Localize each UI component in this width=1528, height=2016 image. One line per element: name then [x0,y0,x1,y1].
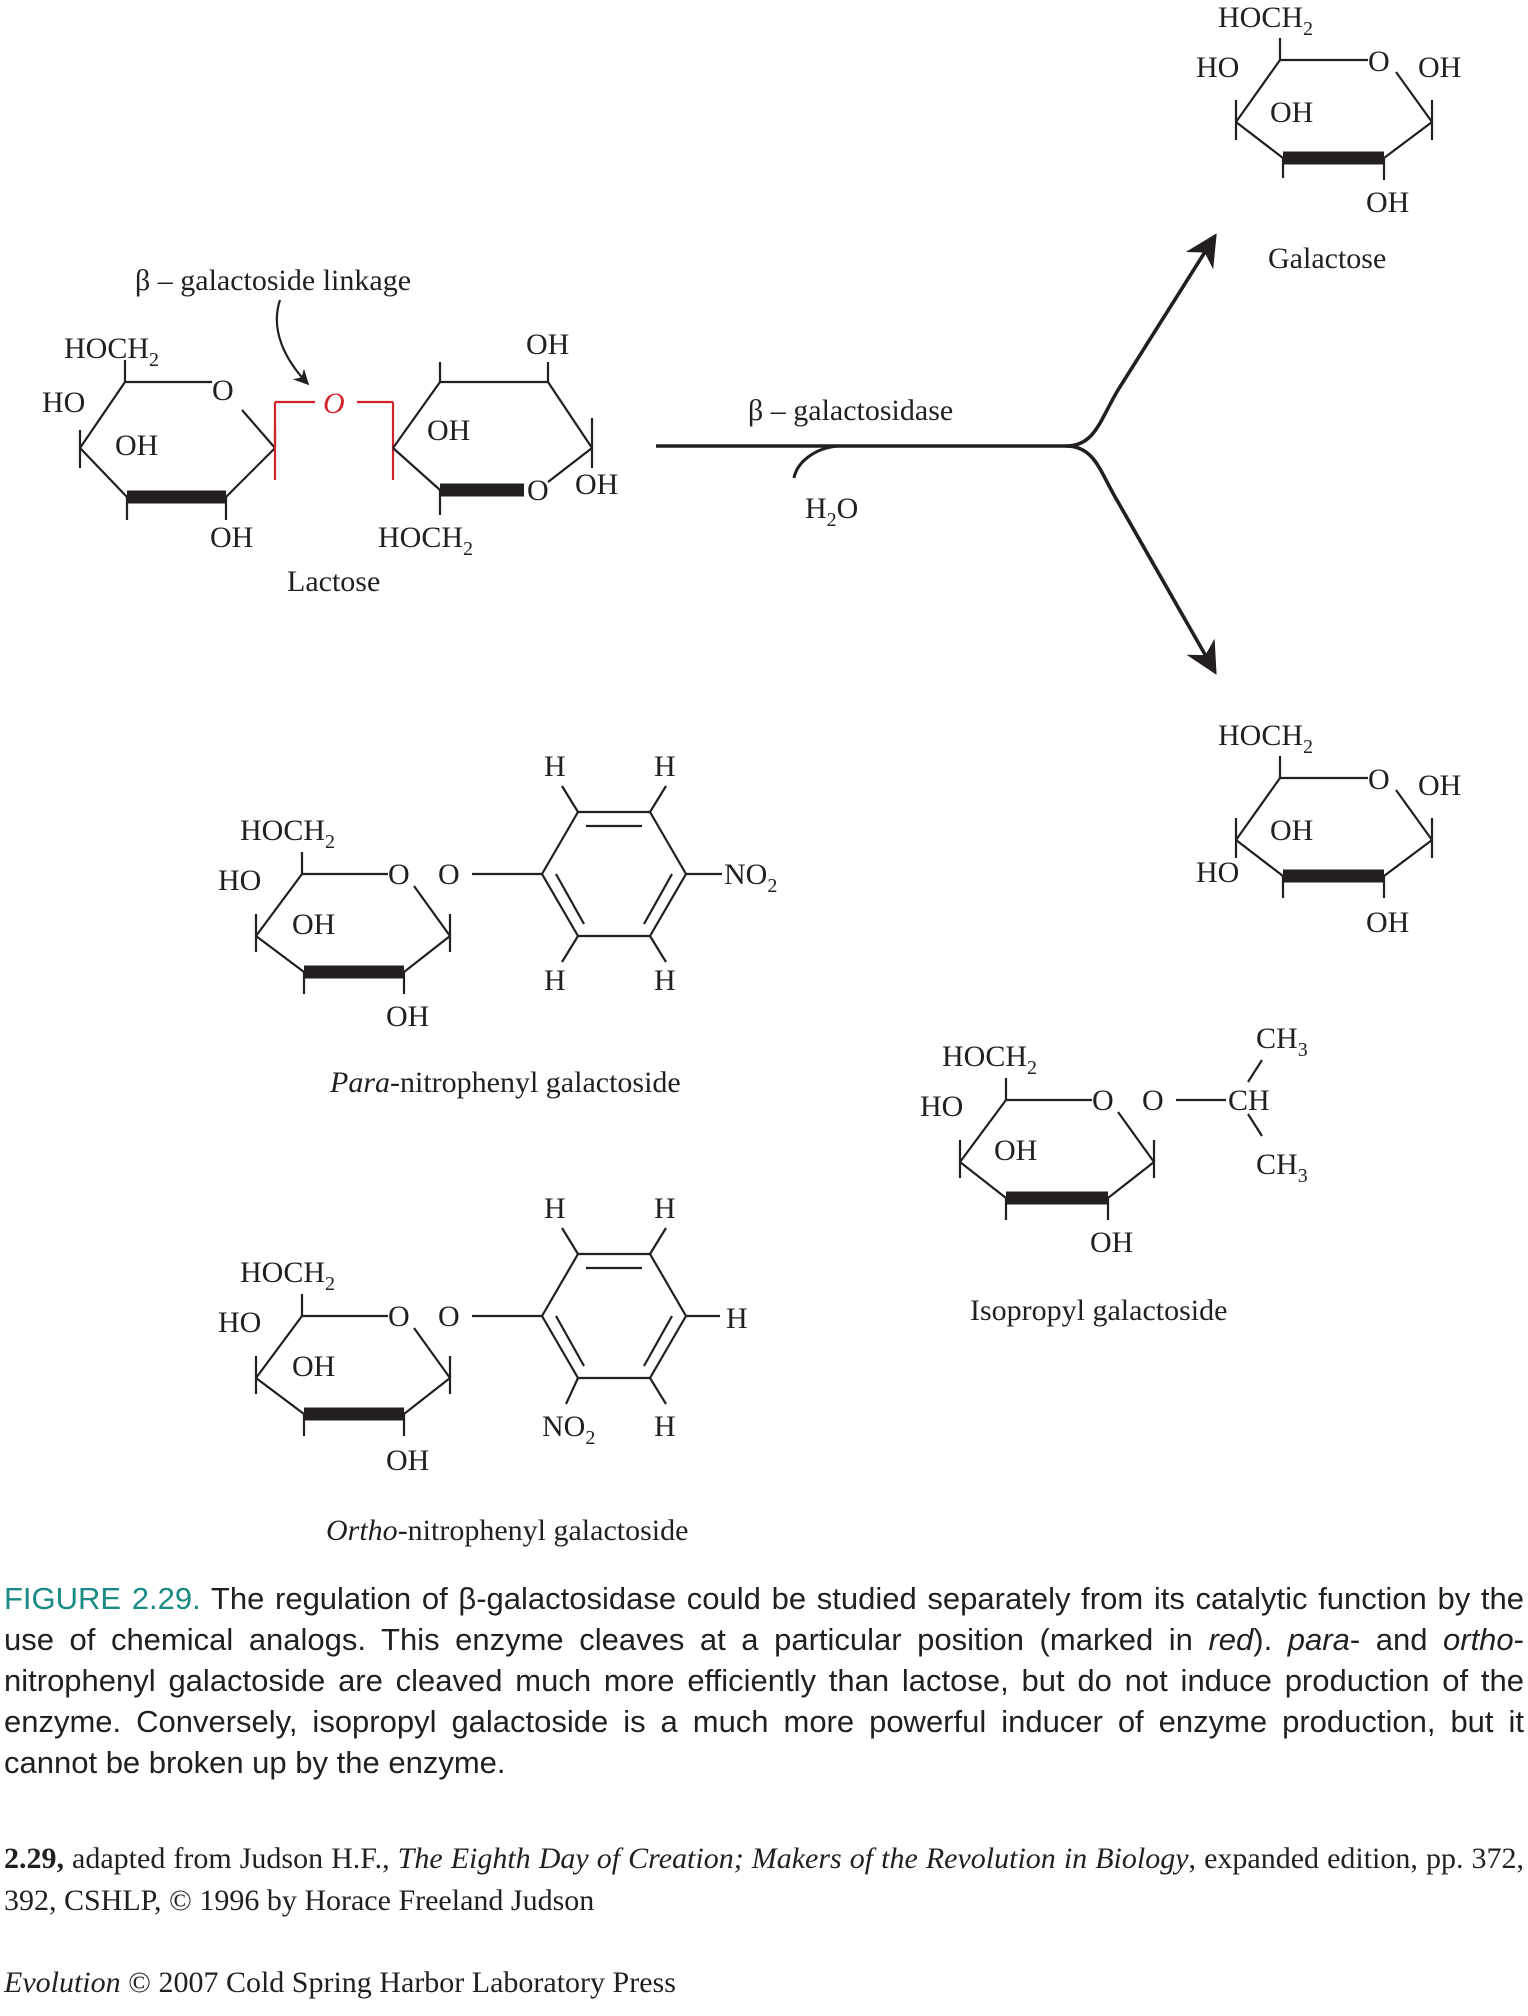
caption-text-3: ). [1253,1622,1288,1657]
para-h3-label: H [544,964,566,997]
isopropyl-ch3-top-label: CH3 [1256,1022,1308,1061]
copyright-footer: Evolution © 2007 Cold Spring Harbor Labo… [4,1966,676,2000]
ortho-no2-label: NO2 [542,1410,595,1449]
ortho-ho-label: HO [218,1306,261,1339]
ortho-name: Ortho-nitrophenyl galactoside [326,1514,688,1547]
lactose-hoch2-label: HOCH2 [64,332,159,371]
lactose-glucose-oh-ring-label: OH [427,414,470,447]
para-oh-ring-label: OH [292,908,335,941]
ortho-h3-label: H [726,1302,748,1335]
caption-text-5: - and [1349,1622,1443,1657]
isopropyl-hoch2-label: HOCH2 [942,1040,1037,1079]
water-input-curve [792,444,839,479]
galactose-top-oh-bottom-label: OH [1366,186,1409,219]
lactose-galactose-ring: HOCH2 HO OH O OH [42,332,277,554]
figure-label: FIGURE 2.29. [4,1581,201,1616]
footer-text: © 2007 Cold Spring Harbor Laboratory Pre… [120,1966,676,1999]
ortho-h2-label: H [654,1192,676,1225]
figure-caption: FIGURE 2.29. The regulation of β-galacto… [4,1578,1524,1783]
arrow-to-galactose-bottom [1065,444,1217,675]
galactose-top-ho-label: HO [1196,51,1239,84]
lactose-glucose-oh-right-label: OH [575,468,618,501]
lactose-glucose-oh-top-label: OH [526,328,569,361]
para-h1-label: H [544,750,566,783]
isopropyl-oh-bottom-label: OH [1090,1226,1133,1259]
isopropyl-ring-o-label: O [1092,1084,1114,1117]
linkage-pointer-arrow [275,299,310,386]
caption-red-word: red [1208,1622,1254,1657]
para-ho-label: HO [218,864,261,897]
credit-figure-number: 2.29, [4,1842,64,1875]
lactose-glucose-ring: OH OH O OH HOCH2 [378,328,618,560]
para-hoch2-label: HOCH2 [240,814,335,853]
galactose-name: Galactose [1268,242,1386,275]
lactose-glucose-hoch2-label: HOCH2 [378,521,473,560]
lactose-molecule: HOCH2 HO OH O OH O β – galactoside linka… [42,264,618,598]
linkage-label: β – galactoside linkage [135,264,411,297]
ortho-h1-label: H [544,1192,566,1225]
galactoside-structures-diagram: HOCH2 HO OH O OH O β – galactoside linka… [42,1,1461,1547]
isopropyl-ch3-bottom-label: CH3 [1256,1148,1308,1187]
caption-para-word: para [1287,1622,1350,1657]
para-nitrophenyl-galactoside: HOCH2 HO O O OH OH H H H H NO2 Para-nitr… [218,750,777,1099]
galactose-bottom-oh-bottom-label: OH [1366,906,1409,939]
galactose-top-hoch2-label: HOCH2 [1218,1,1313,40]
galactose-top-molecule: HOCH2 HO O OH OH OH Galactose [1196,1,1461,275]
isopropyl-ho-label: HO [920,1090,963,1123]
isopropyl-oh-ring-label: OH [994,1134,1037,1167]
ortho-h4-label: H [654,1410,676,1443]
caption-text-1: The regulation of β-galactosidase could … [4,1581,1524,1657]
galactose-bottom-oh-right-label: OH [1418,769,1461,802]
galactose-top-ring-o-label: O [1368,45,1390,78]
caption-ortho-word: ortho [1443,1622,1514,1657]
credit-text-2: , expanded edition, pp. 372, 392, CSHLP,… [4,1842,1524,1917]
credit-book-title: The Eighth Day of Creation; Makers of th… [397,1842,1189,1875]
lactose-oh-ring-label: OH [115,429,158,462]
para-no2-label: NO2 [724,858,777,897]
isopropyl-galactoside: HOCH2 HO O O CH CH3 CH3 OH OH Isopropyl … [920,1022,1308,1327]
galactose-bottom-molecule: HOCH2 O OH OH HO OH [1196,719,1461,939]
caption-text-7: -nitrophenyl galactoside are cleaved muc… [4,1622,1524,1780]
isopropyl-name: Isopropyl galactoside [970,1294,1227,1327]
para-h2-label: H [654,750,676,783]
lactose-glucose-ring-o-label: O [527,474,549,507]
ortho-linker-o-label: O [438,1300,460,1333]
ortho-hoch2-label: HOCH2 [240,1256,335,1295]
figure-credit: 2.29, adapted from Judson H.F., The Eigh… [4,1838,1524,1922]
lactose-ring-o-label: O [212,374,234,407]
galactose-bottom-oh-ring-label: OH [1270,814,1313,847]
linkage-o-label: O [323,387,345,420]
enzyme-label: β – galactosidase [748,394,953,427]
footer-book-name: Evolution [4,1966,121,1999]
para-oh-bottom-label: OH [386,1000,429,1033]
ortho-nitrophenyl-galactoside: HOCH2 HO O O OH OH H H H H NO2 Ortho-nit… [218,1192,748,1547]
lactose-name: Lactose [287,565,380,598]
water-label: H2O [805,492,858,531]
isopropyl-ch-label: CH [1228,1084,1270,1117]
ortho-oh-ring-label: OH [292,1350,335,1383]
galactose-bottom-ho-label: HO [1196,856,1239,889]
para-ring-o-label: O [388,858,410,891]
para-h4-label: H [654,964,676,997]
hydrolysis-reaction: β – galactosidase H2O [656,233,1217,675]
isopropyl-linker-o-label: O [1142,1084,1164,1117]
lactose-ho-label: HO [42,386,85,419]
galactose-top-oh-right-label: OH [1418,51,1461,84]
para-name: Para-nitrophenyl galactoside [329,1066,681,1099]
credit-text-1: adapted from Judson H.F., [64,1842,398,1875]
lactose-oh-bottom-label: OH [210,521,253,554]
ortho-oh-bottom-label: OH [386,1444,429,1477]
beta-galactoside-linkage: O [273,387,395,480]
ortho-ring-o-label: O [388,1300,410,1333]
galactose-top-oh-ring-label: OH [1270,96,1313,129]
galactose-bottom-ring-o-label: O [1368,763,1390,796]
para-linker-o-label: O [438,858,460,891]
galactose-bottom-hoch2-label: HOCH2 [1218,719,1313,758]
